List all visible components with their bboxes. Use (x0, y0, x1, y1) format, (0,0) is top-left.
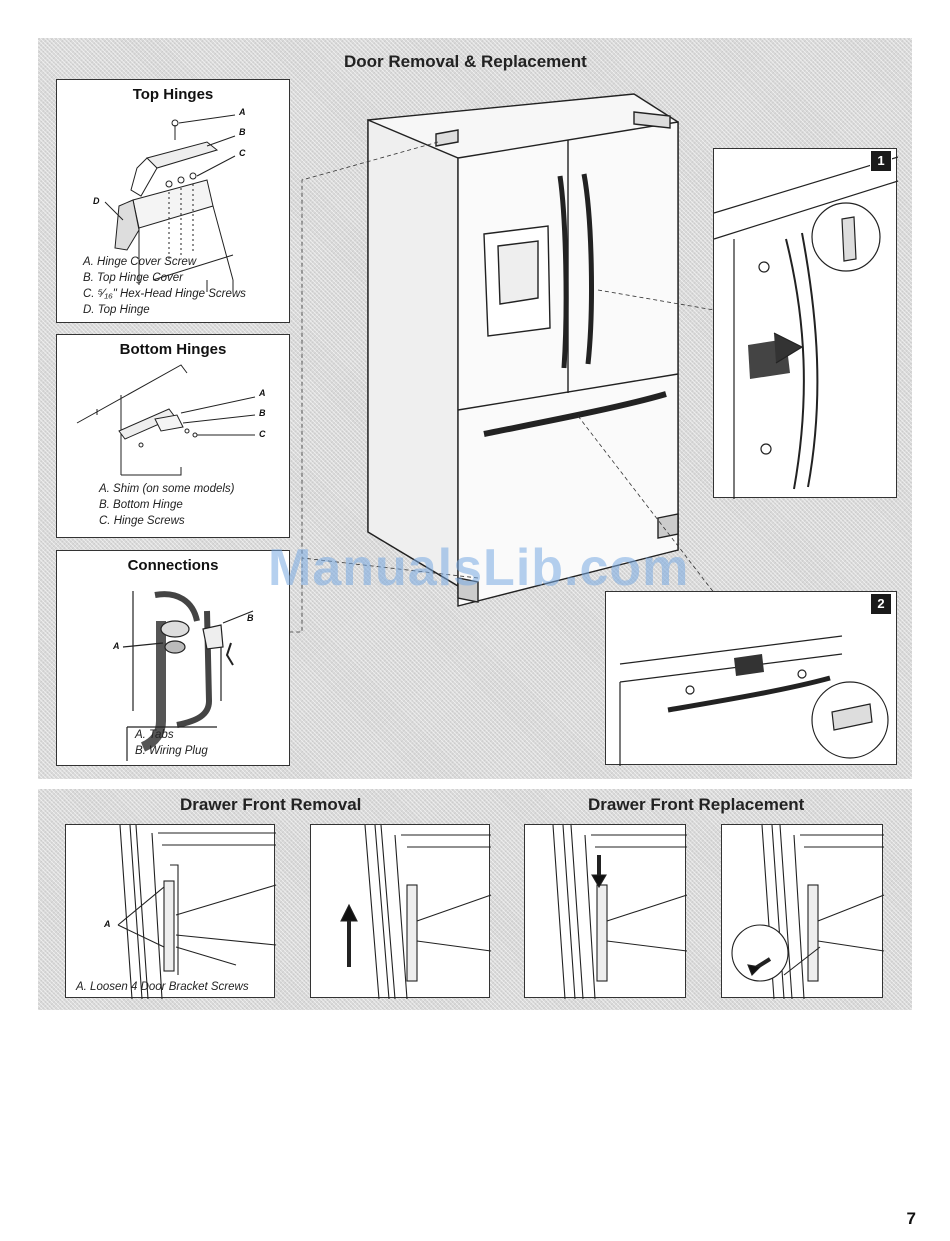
drawer-screw-illustration (731, 824, 885, 1000)
legend-item: A. Shim (on some models) (99, 483, 235, 495)
bottom-hinges-illustration (76, 364, 256, 476)
removal-step-1: A A. Loosen 4 Door Bracket Screws (65, 824, 277, 1000)
drawer-removal-title: Drawer Front Removal (180, 795, 362, 814)
bottom-hinges-box: Bottom Hinges A B C A. Shim (on some mod… (56, 334, 290, 538)
door-handle-illustration (713, 156, 899, 499)
connections-box: Connections A B A. Tabs B. Wiring Plug (56, 550, 290, 766)
callout-a: A (259, 388, 266, 398)
watermark: ManualsLib.com (268, 539, 690, 597)
refrigerator-illustration (290, 93, 719, 633)
drawer-lift-illustration (340, 824, 492, 1000)
drawer-handle-illustration (619, 635, 889, 766)
legend-item: B. Bottom Hinge (99, 499, 183, 511)
bottom-hinges-title: Bottom Hinges (119, 341, 227, 358)
drawer-lower-illustration (552, 824, 688, 1000)
top-hinges-title: Top Hinges (132, 86, 214, 103)
removal-step-2 (310, 824, 492, 1000)
connections-illustration (122, 591, 254, 761)
callout-b: B (259, 408, 266, 418)
step-1-box: 1 (713, 148, 899, 499)
legend-item: C. Hinge Screws (99, 515, 185, 527)
legend-item: A. Hinge Cover Screw (83, 256, 197, 268)
legend-item: D. Top Hinge (83, 304, 150, 316)
callout-b: B (247, 613, 254, 623)
replacement-step-2 (721, 824, 885, 1000)
top-hinges-legend: A. Hinge Cover Screw B. Top Hinge Cover … (83, 254, 246, 318)
legend-item: C. ⁵⁄₁₆" Hex-Head Hinge Screws (83, 288, 246, 300)
callout-c: C (259, 429, 266, 439)
step-2-box: 2 (605, 591, 897, 766)
page-number: 7 (906, 1209, 916, 1228)
door-removal-panel: Door Removal & Replacement Top Hinges (38, 38, 912, 779)
top-hinges-illustration (104, 114, 236, 292)
callout-b: B (239, 127, 246, 137)
removal-caption: A. Loosen 4 Door Bracket Screws (76, 981, 249, 993)
callout-a: A (104, 919, 111, 929)
top-hinges-box: Top Hinges A B C (56, 79, 290, 323)
drawer-replacement-title: Drawer Front Replacement (588, 795, 805, 814)
step-badge-2: 2 (870, 593, 892, 615)
callout-d: D (93, 196, 100, 206)
legend-item: A. Tabs (135, 729, 174, 741)
legend-item: B. Top Hinge Cover (83, 272, 183, 284)
drawer-front-panel: Drawer Front Removal Drawer Front Replac… (38, 789, 912, 1010)
bottom-hinges-legend: A. Shim (on some models) B. Bottom Hinge… (99, 481, 235, 529)
drawer-bracket-illustration (117, 824, 277, 1000)
legend-item: B. Wiring Plug (135, 745, 208, 757)
callout-a: A (113, 641, 120, 651)
step-badge-1: 1 (870, 150, 892, 172)
callout-a: A (239, 107, 246, 117)
callout-c: C (239, 148, 246, 158)
connections-title: Connections (127, 557, 219, 574)
connections-legend: A. Tabs B. Wiring Plug (135, 727, 208, 759)
main-title: Door Removal & Replacement (344, 52, 587, 71)
replacement-step-1 (524, 824, 688, 1000)
